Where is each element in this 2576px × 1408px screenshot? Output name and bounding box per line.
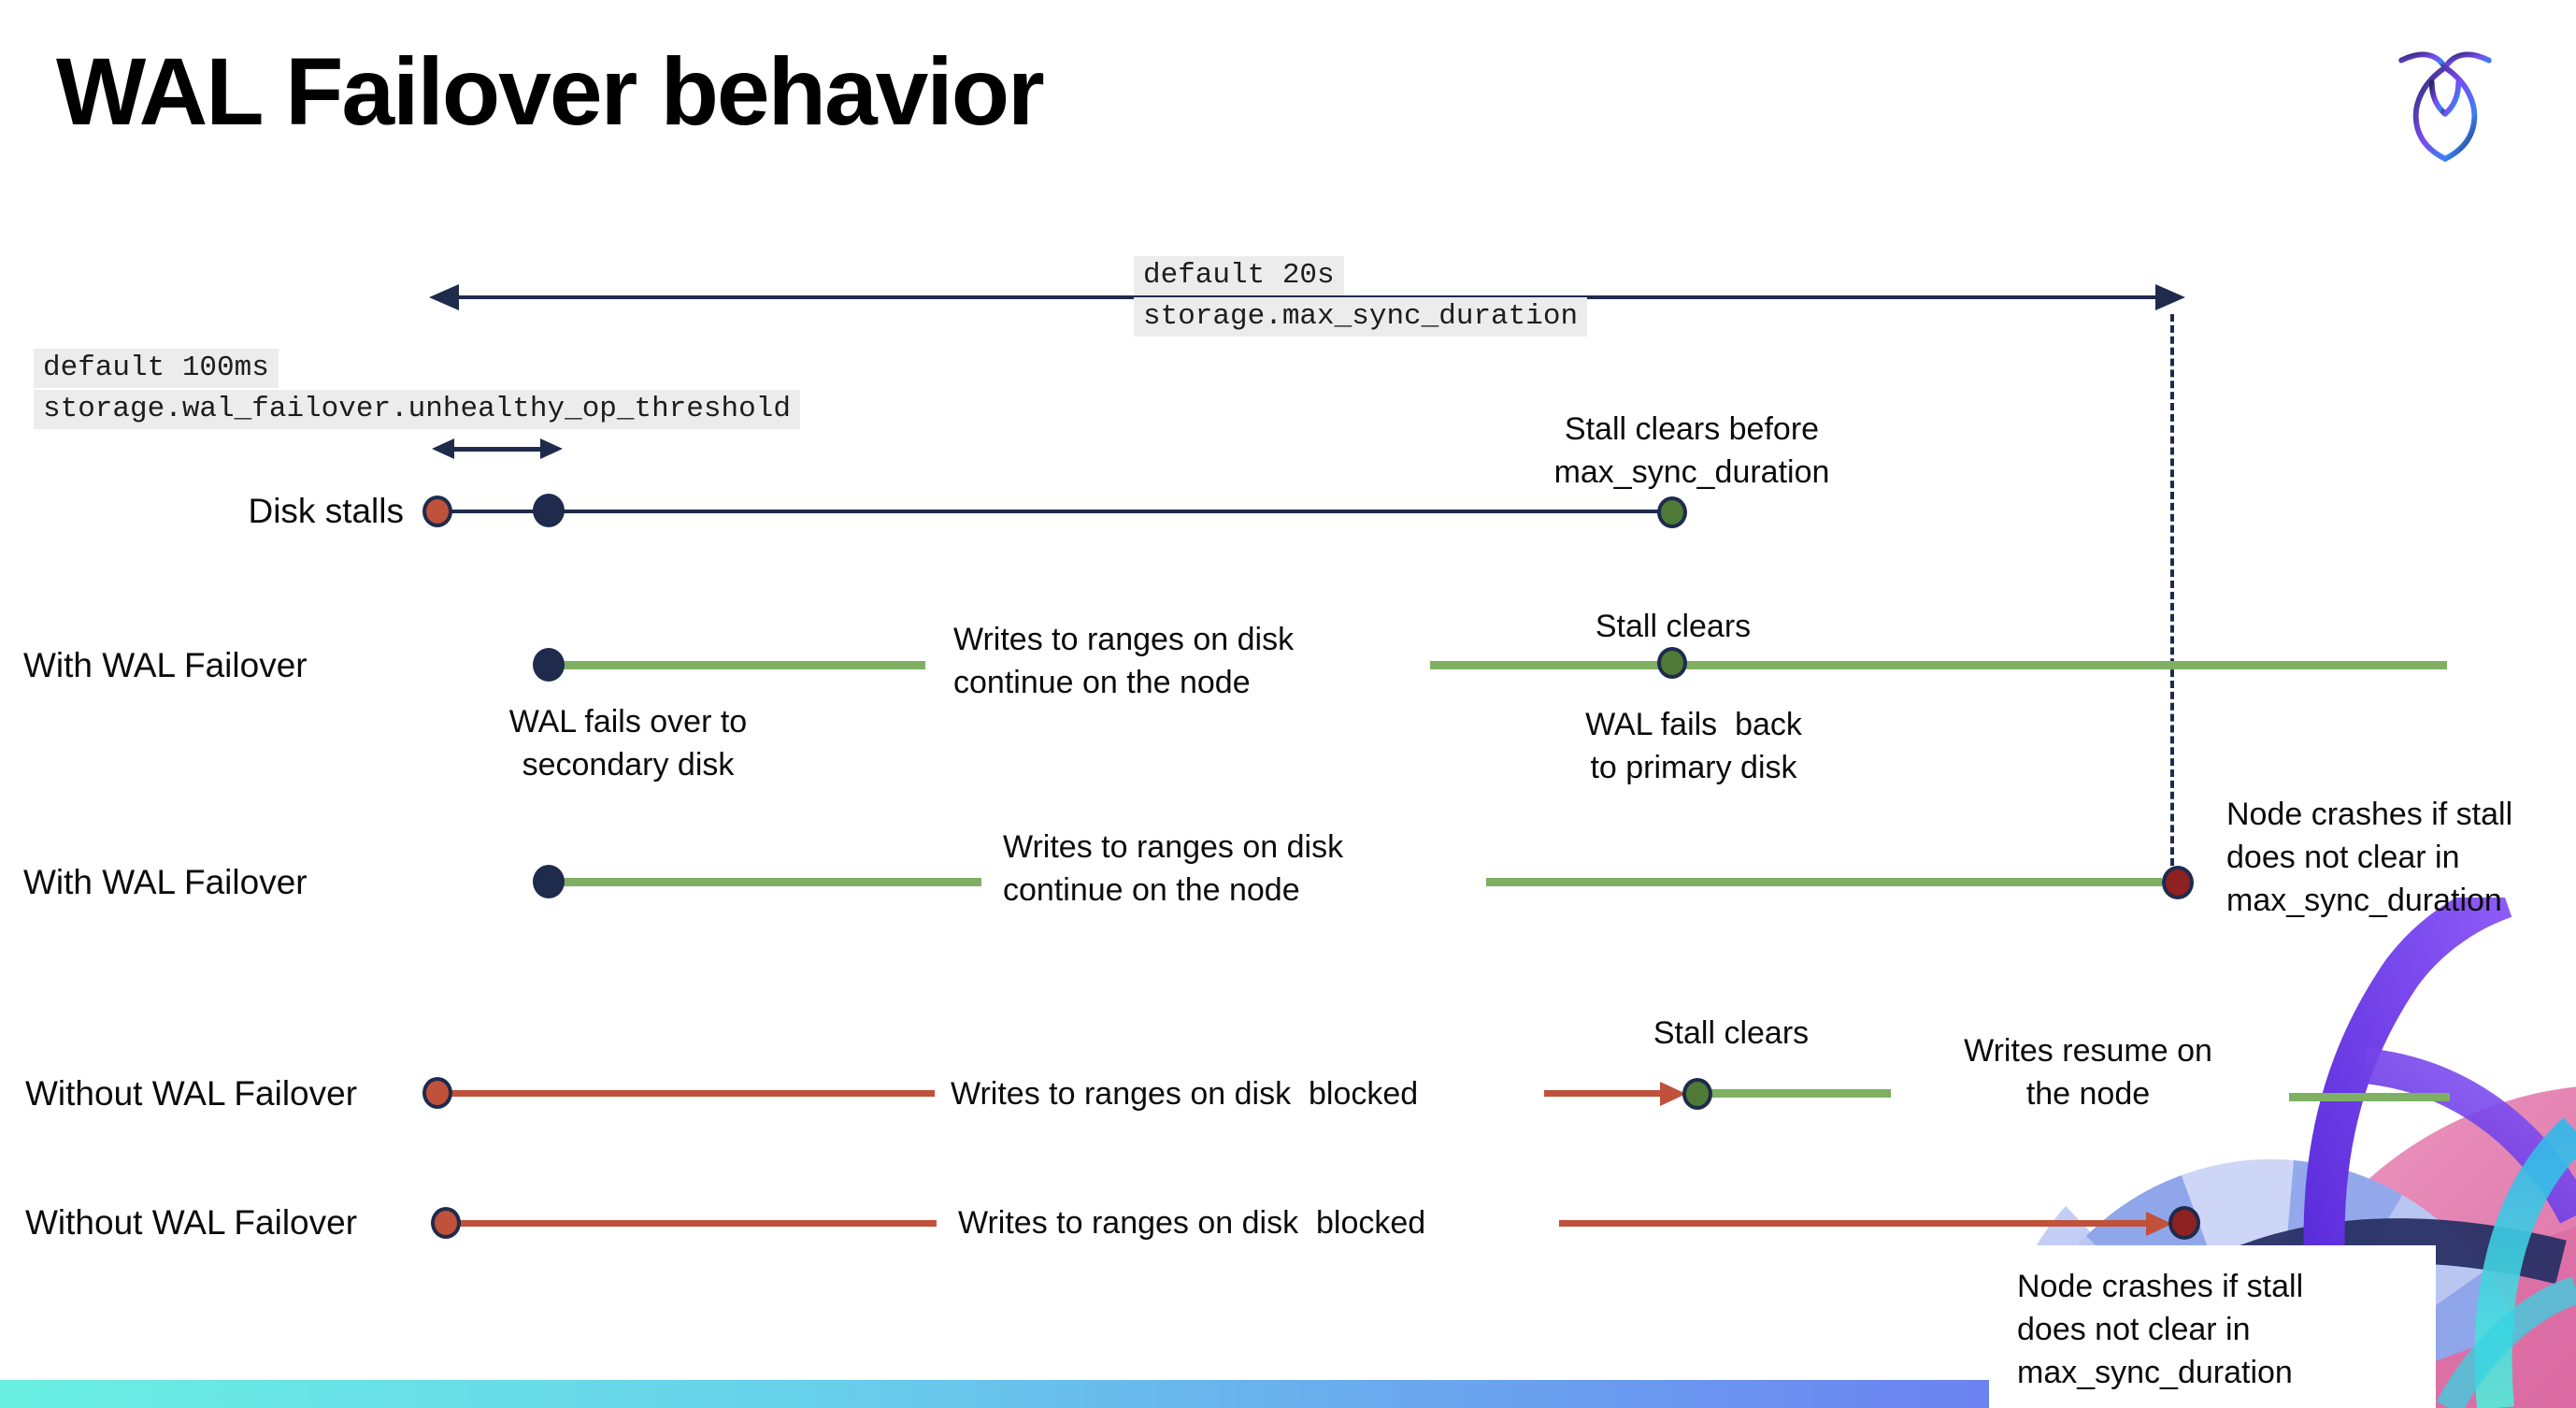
disk-stall-dot-row5 [431, 1207, 461, 1239]
writes-continue-line-2b [1486, 878, 2162, 886]
blocked-arrowhead-1-icon [1660, 1082, 1686, 1106]
max-sync-setting-label: storage.max_sync_duration [1134, 297, 1588, 337]
writes-resume-line-1b [2289, 1093, 2450, 1101]
writes-resume-line-1a [1710, 1089, 1891, 1098]
writes-continue-line-1a [561, 661, 925, 669]
annotation-stall-clears-2: Stall clears [1653, 1015, 1810, 1051]
page-title: WAL Failover behavior [56, 38, 1045, 145]
annotation-wal-fails-over: WAL fails over to secondary disk [508, 704, 748, 783]
unhealthy-op-setting-label: storage.wal_failover.unhealthy_op_thresh… [34, 390, 800, 429]
blocked-arrowhead-2-icon [2146, 1212, 2172, 1236]
max-sync-default-label: default 20s [1134, 256, 1344, 295]
unhealthy-op-default-label: default 100ms [34, 349, 279, 388]
row-label-disk-stalls: Disk stalls [248, 492, 404, 530]
writes-continue-line-1b [1430, 661, 2447, 669]
row-label-with-wal-failover-2: With WAL Failover [23, 863, 308, 901]
disk-stalls-timeline-line [439, 510, 1659, 513]
node-crashes-callout-box [1989, 1245, 2436, 1408]
writes-blocked-line-2b [1559, 1220, 2148, 1227]
annotation-node-crashes-1: Node crashes if stall does not clear in … [2226, 797, 2513, 918]
annotation-writes-continue-1: Writes to ranges on disk continue on the… [953, 622, 1295, 700]
writes-blocked-line-1b [1544, 1090, 1662, 1097]
annotation-stall-clears-1: Stall clears [1595, 609, 1752, 644]
annotation-stall-clears-before: Stall clears before max_sync_duration [1553, 411, 1830, 490]
node-crash-dot-2 [2168, 1206, 2200, 1240]
writes-blocked-line-1a [451, 1090, 935, 1097]
stall-clears-dot-row1 [1657, 496, 1687, 528]
wal-failover-dot-1 [533, 648, 565, 682]
node-crash-dot-1 [2162, 866, 2194, 899]
row-label-without-wal-failover-1: Without WAL Failover [25, 1074, 358, 1113]
stall-clears-dot-row4 [1682, 1078, 1712, 1110]
dashed-connector-line [2170, 314, 2174, 866]
small-arrowhead-left-icon [432, 438, 454, 459]
wal-failover-dot-2 [533, 865, 565, 898]
row-label-without-wal-failover-2: Without WAL Failover [25, 1203, 358, 1242]
arrowhead-right-icon [2155, 284, 2185, 310]
disk-stall-dot-row4 [422, 1077, 452, 1109]
annotation-node-crashes-2: Node crashes if stall does not clear in … [2017, 1269, 2304, 1390]
annotation-wal-fails-back: WAL fails back to primary disk [1585, 707, 1802, 785]
small-arrowhead-right-icon [540, 438, 563, 459]
arrowhead-left-icon [429, 284, 459, 310]
annotation-writes-continue-2: Writes to ranges on disk continue on the… [1003, 829, 1344, 908]
annotation-writes-resume: Writes resume on the node [1964, 1033, 2212, 1112]
unhealthy-op-span-line [443, 447, 551, 452]
writes-continue-line-2a [561, 878, 981, 886]
cockroachdb-logo-icon [2398, 51, 2492, 163]
failover-threshold-dot [533, 494, 565, 527]
stall-clears-dot-row2 [1657, 647, 1687, 679]
row-label-with-wal-failover-1: With WAL Failover [23, 646, 308, 684]
annotation-writes-blocked-1: Writes to ranges on disk blocked [951, 1076, 1419, 1112]
writes-blocked-line-2a [459, 1220, 937, 1227]
annotation-writes-blocked-2: Writes to ranges on disk blocked [958, 1205, 1426, 1241]
disk-stall-start-dot [422, 496, 452, 527]
